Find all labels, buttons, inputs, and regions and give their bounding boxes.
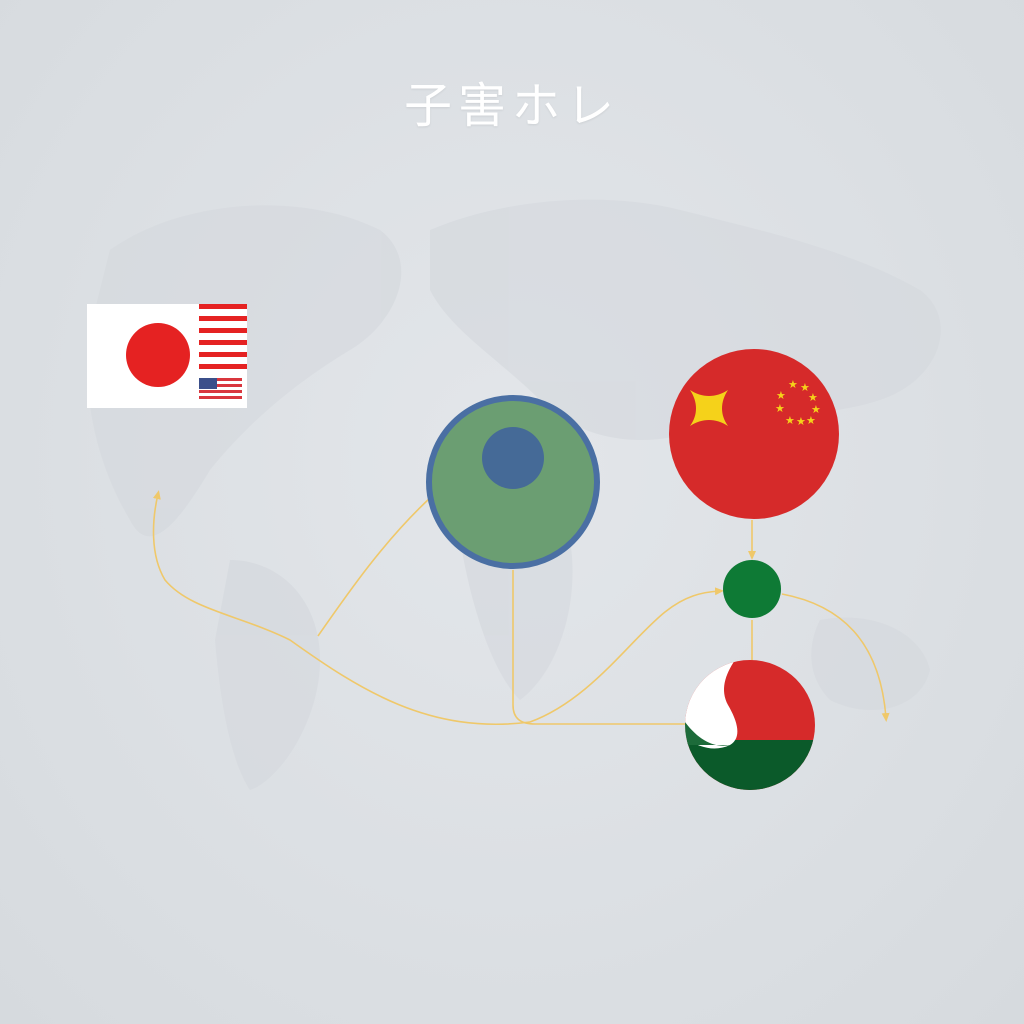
large-star-icon <box>690 390 728 426</box>
svg-text:★: ★ <box>811 403 821 416</box>
connector-globe-down <box>512 570 690 725</box>
svg-text:★: ★ <box>785 414 795 427</box>
svg-text:★: ★ <box>806 414 816 427</box>
mini-us-flag-icon <box>199 378 242 400</box>
connector-green-to-right <box>781 593 890 722</box>
svg-text:★: ★ <box>796 415 806 428</box>
red-white-green-circle-icon[interactable] <box>685 660 815 790</box>
svg-text:★: ★ <box>800 381 810 394</box>
svg-text:★: ★ <box>775 402 785 415</box>
connector-globe-branch <box>317 497 431 637</box>
svg-text:★: ★ <box>808 391 818 404</box>
red-star-circle-icon[interactable]: ★ ★ ★ ★ ★ ★ ★ ★ ★ <box>669 349 839 519</box>
svg-text:★: ★ <box>788 378 798 391</box>
connector-to-flag <box>152 490 531 726</box>
japan-usa-flag-icon[interactable] <box>87 304 247 408</box>
green-dot-icon[interactable] <box>723 560 781 618</box>
stripes <box>199 304 247 369</box>
star-ring-icon: ★ ★ ★ ★ ★ ★ ★ ★ ★ <box>775 378 821 428</box>
connector-to-green-dot <box>529 587 724 723</box>
green-globe-icon[interactable] <box>426 395 600 569</box>
diagram-title: 子害ホレ <box>403 78 620 134</box>
connector-lines <box>152 490 890 726</box>
svg-text:★: ★ <box>776 389 786 402</box>
